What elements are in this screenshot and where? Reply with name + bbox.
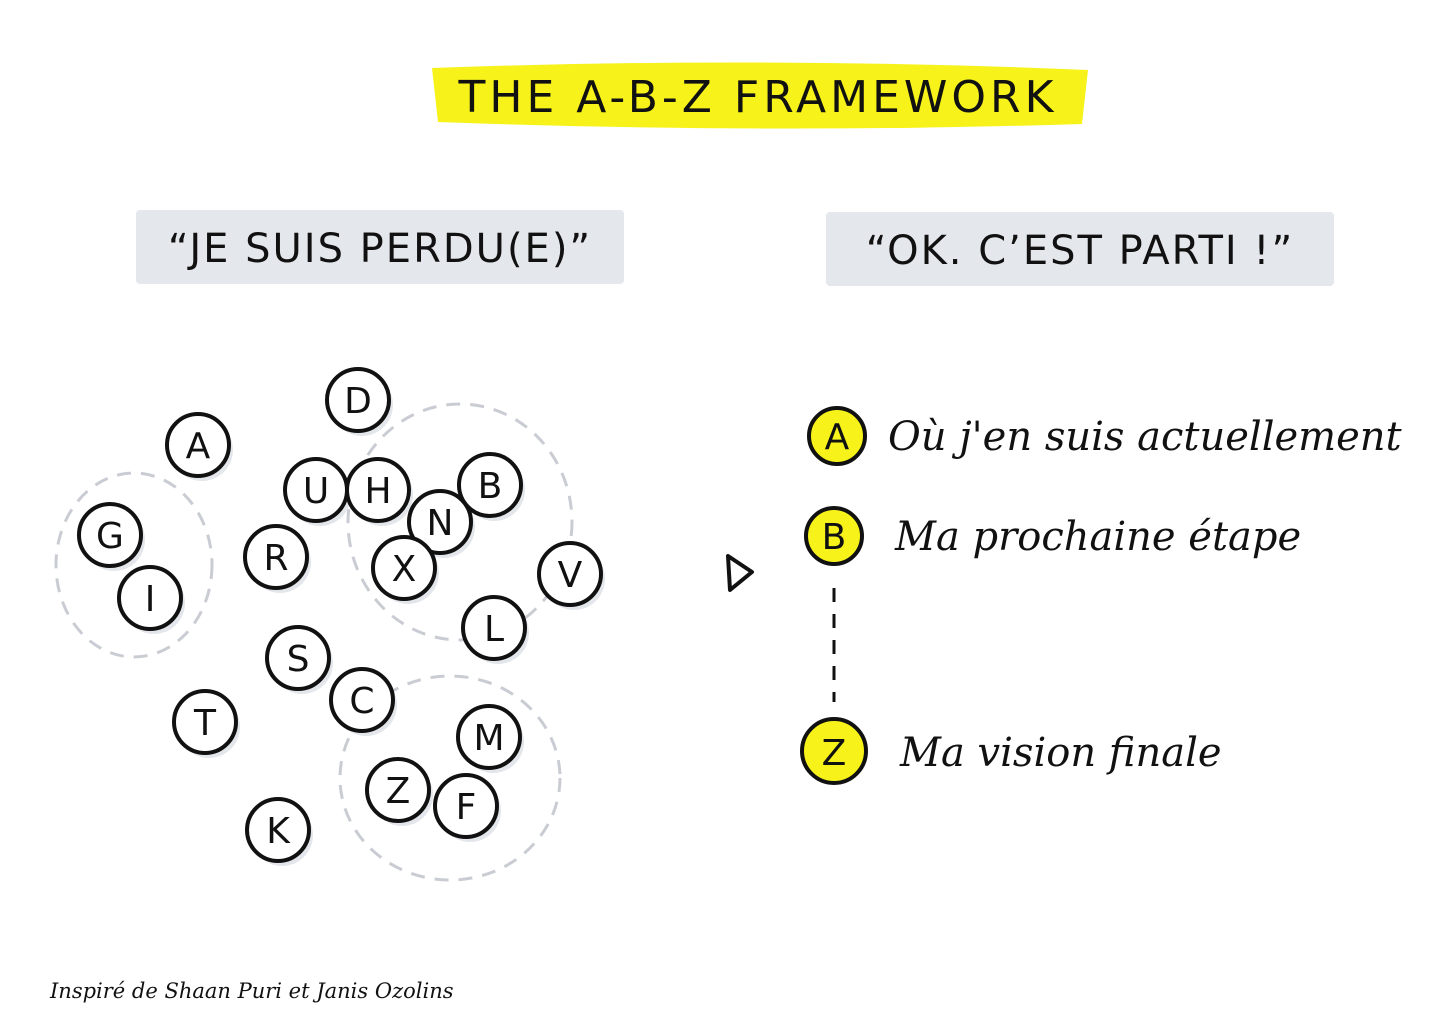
letter-ring bbox=[325, 367, 391, 433]
letter-label: Z bbox=[386, 771, 411, 812]
letter-label: V bbox=[558, 555, 583, 596]
letter-circle-d: D bbox=[325, 367, 393, 436]
letter-ring bbox=[456, 704, 522, 770]
letter-label: F bbox=[456, 787, 477, 828]
letter-ring bbox=[371, 535, 437, 601]
letter-circle-l: L bbox=[461, 595, 529, 664]
step-label: Ma prochaine étape bbox=[894, 514, 1301, 560]
step-label: Ma vision finale bbox=[899, 730, 1222, 776]
right-heading-bg bbox=[826, 212, 1334, 286]
page-title: THE A-B-Z FRAMEWORK bbox=[458, 72, 1058, 123]
letter-ring bbox=[365, 757, 431, 823]
letter-label: I bbox=[145, 579, 156, 620]
letter-ring bbox=[457, 452, 523, 518]
letter-label: A bbox=[186, 426, 211, 467]
letter-circle-f: F bbox=[433, 773, 501, 842]
letter-circle-k: K bbox=[245, 797, 313, 866]
letter-label: C bbox=[349, 681, 374, 722]
left-heading-bg bbox=[136, 210, 624, 284]
letter-circle-s: S bbox=[265, 625, 333, 694]
letter-circle-h: H bbox=[345, 457, 413, 526]
title-highlight bbox=[432, 62, 1088, 129]
letter-label: L bbox=[484, 609, 504, 650]
letter-circle-u: U bbox=[283, 457, 351, 526]
letter-ring bbox=[165, 412, 231, 478]
step-circle bbox=[800, 717, 868, 785]
letter-label: S bbox=[287, 639, 310, 680]
letter-ring bbox=[265, 625, 331, 691]
letter-ring bbox=[243, 524, 309, 590]
letter-ring bbox=[172, 689, 238, 755]
letter-circle-i: I bbox=[117, 565, 185, 634]
step-label: Où j'en suis actuellement bbox=[888, 414, 1403, 460]
left-heading: “JE SUIS PERDU(E)” bbox=[168, 226, 592, 272]
letter-label: G bbox=[96, 516, 124, 557]
letter-ring bbox=[77, 502, 143, 568]
letter-label: R bbox=[263, 538, 288, 579]
letter-circle-z: Z bbox=[365, 757, 433, 826]
letter-circle-m: M bbox=[456, 704, 524, 773]
letter-circle-r: R bbox=[243, 524, 311, 593]
cluster-group-hbnx bbox=[346, 402, 574, 642]
step-b: B Ma prochaine étape bbox=[804, 506, 1301, 566]
right-heading: “OK. C’EST PARTI !” bbox=[866, 228, 1294, 274]
letter-label: M bbox=[473, 718, 504, 759]
letter-label: X bbox=[392, 549, 417, 590]
letter-ring bbox=[117, 565, 183, 631]
step-a: A Où j'en suis actuellement bbox=[807, 406, 1403, 466]
step-circle bbox=[804, 506, 864, 566]
letter-label: H bbox=[364, 471, 391, 512]
letter-ring bbox=[537, 541, 603, 607]
letter-ring bbox=[345, 457, 411, 523]
letter-circle-a: A bbox=[165, 412, 233, 481]
letter-label: N bbox=[427, 503, 454, 544]
letter-circle-g: G bbox=[77, 502, 145, 571]
cluster-group-gi bbox=[54, 471, 214, 659]
letter-label: T bbox=[193, 703, 217, 744]
letter-circle-n: N bbox=[407, 489, 475, 558]
letter-ring bbox=[329, 667, 395, 733]
step-letter: B bbox=[822, 517, 847, 558]
cluster-group-zfm bbox=[338, 674, 562, 882]
letter-ring bbox=[245, 797, 311, 863]
credit: Inspiré de Shaan Puri et Janis Ozolins bbox=[49, 979, 454, 1003]
letter-ring bbox=[433, 773, 499, 839]
letter-ring bbox=[407, 489, 473, 555]
step-letter: A bbox=[825, 417, 850, 458]
letter-circle-x: X bbox=[371, 535, 439, 604]
letter-label: D bbox=[344, 381, 372, 422]
letter-circle-b: B bbox=[457, 452, 525, 521]
step-z: Z Ma vision finale bbox=[800, 717, 1222, 785]
cluster-groups bbox=[54, 402, 574, 882]
step-letter: Z bbox=[822, 733, 847, 774]
letter-circle-c: C bbox=[329, 667, 397, 736]
letter-ring bbox=[461, 595, 527, 661]
triangle-arrow-icon bbox=[726, 554, 754, 592]
letter-label: B bbox=[478, 466, 503, 507]
letter-label: K bbox=[266, 811, 291, 852]
letter-label: U bbox=[303, 471, 329, 512]
step-circle bbox=[807, 406, 867, 466]
letter-circle-v: V bbox=[537, 541, 605, 610]
letter-circle-t: T bbox=[172, 689, 240, 758]
